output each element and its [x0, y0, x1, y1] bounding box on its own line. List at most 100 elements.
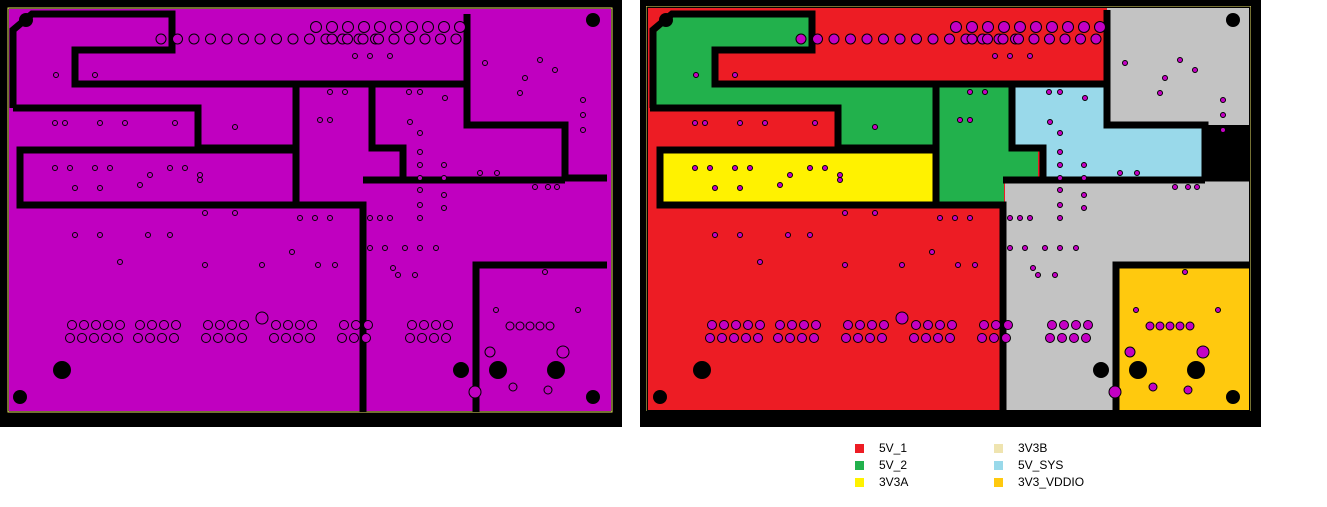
via: [1022, 245, 1028, 251]
via: [97, 120, 103, 126]
via: [374, 21, 386, 33]
via: [842, 210, 848, 216]
mounting-hole: [1226, 390, 1240, 404]
via: [1007, 53, 1013, 59]
via: [405, 333, 415, 343]
via: [1185, 184, 1191, 190]
via: [107, 165, 113, 171]
via: [921, 333, 931, 343]
via: [167, 232, 173, 238]
via: [197, 172, 203, 178]
via: [417, 333, 427, 343]
via: [712, 185, 718, 191]
via: [1046, 21, 1058, 33]
via: [305, 333, 315, 343]
via: [556, 345, 570, 359]
via: [307, 320, 317, 330]
via: [441, 192, 447, 198]
via: [935, 320, 945, 330]
via: [101, 333, 111, 343]
via: [787, 320, 797, 330]
copper-pour: [9, 9, 611, 411]
via: [1057, 175, 1063, 181]
via: [757, 259, 763, 265]
legend-item-3v3a: 3V3A: [855, 474, 908, 491]
via: [1057, 333, 1067, 343]
via: [441, 205, 447, 211]
via: [1081, 192, 1087, 198]
via: [853, 333, 863, 343]
via: [1059, 33, 1071, 45]
via: [172, 120, 178, 126]
via: [1044, 33, 1055, 45]
isolation-traces: [642, 2, 1255, 415]
via: [441, 333, 451, 343]
via: [287, 33, 299, 45]
via: [777, 182, 783, 188]
legend-label: 5V_1: [879, 441, 908, 455]
via: [1196, 345, 1210, 359]
mounting-hole: [547, 361, 565, 379]
via: [1045, 333, 1055, 343]
via: [92, 72, 98, 78]
via: [310, 21, 322, 33]
via: [532, 184, 538, 190]
via: [232, 210, 238, 216]
via: [1007, 245, 1013, 251]
via: [809, 333, 819, 343]
via: [172, 33, 183, 45]
via: [450, 33, 462, 45]
via: [1122, 60, 1128, 66]
via: [1220, 112, 1226, 118]
via: [822, 165, 828, 171]
via: [91, 320, 101, 330]
via: [482, 60, 488, 66]
via: [1117, 170, 1123, 176]
via: [417, 89, 423, 95]
via: [1175, 321, 1185, 331]
via: [443, 320, 453, 330]
via: [1145, 321, 1155, 331]
via: [737, 232, 743, 238]
via: [966, 33, 978, 45]
mounting-hole: [586, 390, 600, 404]
via: [417, 175, 423, 181]
via: [1165, 321, 1175, 331]
via: [522, 75, 528, 81]
mounting-hole: [1226, 13, 1240, 27]
via: [237, 333, 247, 343]
via: [785, 333, 795, 343]
via: [747, 165, 753, 171]
via: [1183, 385, 1193, 395]
via: [989, 333, 999, 343]
via: [542, 269, 548, 275]
via: [367, 215, 373, 221]
via: [692, 120, 698, 126]
via: [1133, 307, 1139, 313]
mounting-hole: [1187, 361, 1205, 379]
via: [972, 262, 978, 268]
via: [554, 184, 560, 190]
via: [1081, 175, 1087, 181]
via: [1182, 269, 1188, 275]
via: [545, 321, 555, 331]
via: [293, 333, 303, 343]
via: [1090, 33, 1102, 45]
via: [201, 333, 211, 343]
via: [238, 33, 249, 45]
via: [417, 215, 423, 221]
via: [580, 127, 586, 133]
via: [923, 320, 933, 330]
via: [72, 232, 78, 238]
via: [339, 320, 349, 330]
legend-swatch: [994, 444, 1003, 453]
via: [363, 320, 373, 330]
via: [254, 33, 266, 45]
legend-label: 5V_2: [879, 458, 908, 472]
via: [89, 333, 99, 343]
via: [332, 262, 338, 268]
via: [72, 185, 78, 191]
via: [1057, 187, 1063, 193]
isolation-traces: [9, 10, 607, 412]
pcb-right-svg: [640, 0, 1261, 427]
